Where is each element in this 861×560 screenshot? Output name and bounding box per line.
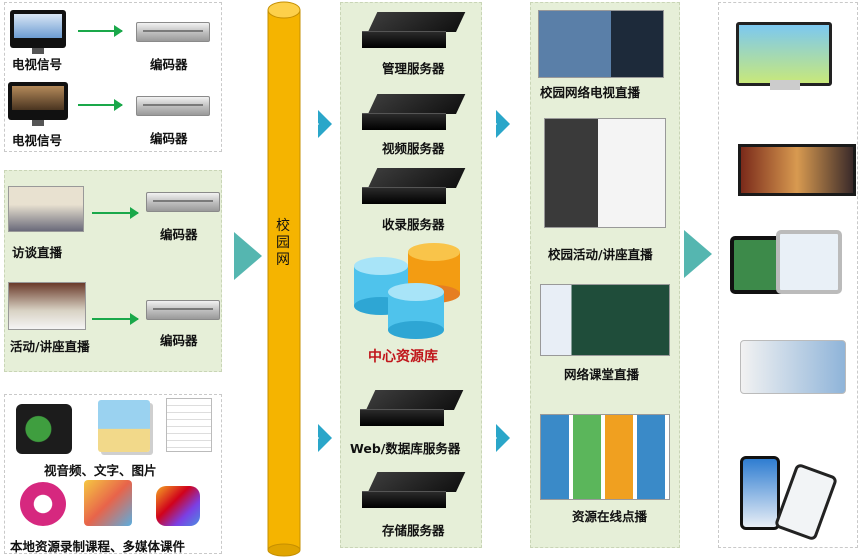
smartphone-device (740, 456, 780, 530)
flow-chevron-services-bottom (488, 424, 510, 452)
tv-signal-label-2: 电视信号 (12, 133, 63, 148)
campus-activity-live-label: 校园活动/讲座直播 (548, 247, 653, 262)
campus-tv-live-label: 校园网络电视直播 (540, 85, 641, 100)
signal-arrow-3 (92, 207, 139, 219)
laptop-device (770, 80, 800, 90)
campus-tv-screenshot (538, 10, 664, 78)
management-server-label: 管理服务器 (382, 61, 445, 76)
resource-vod-label: 资源在线点播 (572, 509, 648, 524)
courseware-monitor-icon (20, 482, 66, 526)
media-player-icon (16, 404, 72, 454)
video-server (362, 94, 466, 130)
encoder-label-2: 编码器 (150, 131, 188, 146)
desktop-pc-device (736, 22, 832, 86)
web-db-server (360, 390, 464, 426)
picture-icon (98, 400, 150, 452)
media-types-label: 视音频、文字、图片 (44, 463, 157, 478)
encoder-device-1 (136, 22, 210, 42)
recording-server (362, 168, 466, 204)
flow-chevron-left (234, 232, 262, 280)
tv-signal-label-1: 电视信号 (12, 57, 63, 72)
signal-arrow-4 (92, 313, 139, 325)
interview-photo (8, 186, 84, 232)
elearning-tablet-device (740, 340, 846, 394)
signal-arrow-1 (78, 25, 123, 37)
activity-live-label: 活动/讲座直播 (10, 339, 90, 354)
flow-chevron-servers-bottom (310, 424, 332, 452)
web-db-server-label: Web/数据库服务器 (350, 441, 461, 456)
flow-chevron-right (684, 230, 712, 278)
video-server-label: 视频服务器 (382, 141, 445, 156)
encoder-device-2 (136, 96, 210, 116)
central-library-icon (354, 243, 460, 339)
central-library-label: 中心资源库 (368, 349, 438, 365)
document-icon (166, 398, 212, 452)
flow-chevron-servers-top (310, 110, 332, 138)
tablet-device-2 (776, 230, 842, 294)
tv-monitor-1 (10, 10, 66, 54)
tv-monitor-2 (8, 82, 68, 126)
encoder-label-1: 编码器 (150, 57, 188, 72)
online-class-screenshot (540, 284, 670, 356)
recording-server-label: 收录服务器 (382, 217, 445, 232)
management-server (362, 12, 466, 48)
interview-live-label: 访谈直播 (12, 245, 63, 260)
storage-server (362, 472, 466, 508)
local-recording-label: 本地资源录制课程、多媒体课件 (10, 539, 186, 554)
resource-vod-screenshot (540, 414, 670, 500)
campus-network-label: 校园网 (276, 218, 290, 268)
encoder-device-3 (146, 192, 220, 212)
online-class-live-label: 网络课堂直播 (564, 367, 640, 382)
encoder-label-4: 编码器 (160, 333, 198, 348)
storage-server-label: 存储服务器 (382, 523, 445, 538)
signal-arrow-2 (78, 99, 123, 111)
activity-photo (8, 282, 86, 330)
smart-tv-device (738, 144, 856, 196)
slides-icon (84, 480, 132, 526)
encoder-label-3: 编码器 (160, 227, 198, 242)
campus-network-cylinder (267, 1, 301, 557)
flow-chevron-services-top (488, 110, 510, 138)
campus-activity-screenshot (544, 118, 666, 228)
multimedia-icon (156, 486, 200, 526)
encoder-device-4 (146, 300, 220, 320)
